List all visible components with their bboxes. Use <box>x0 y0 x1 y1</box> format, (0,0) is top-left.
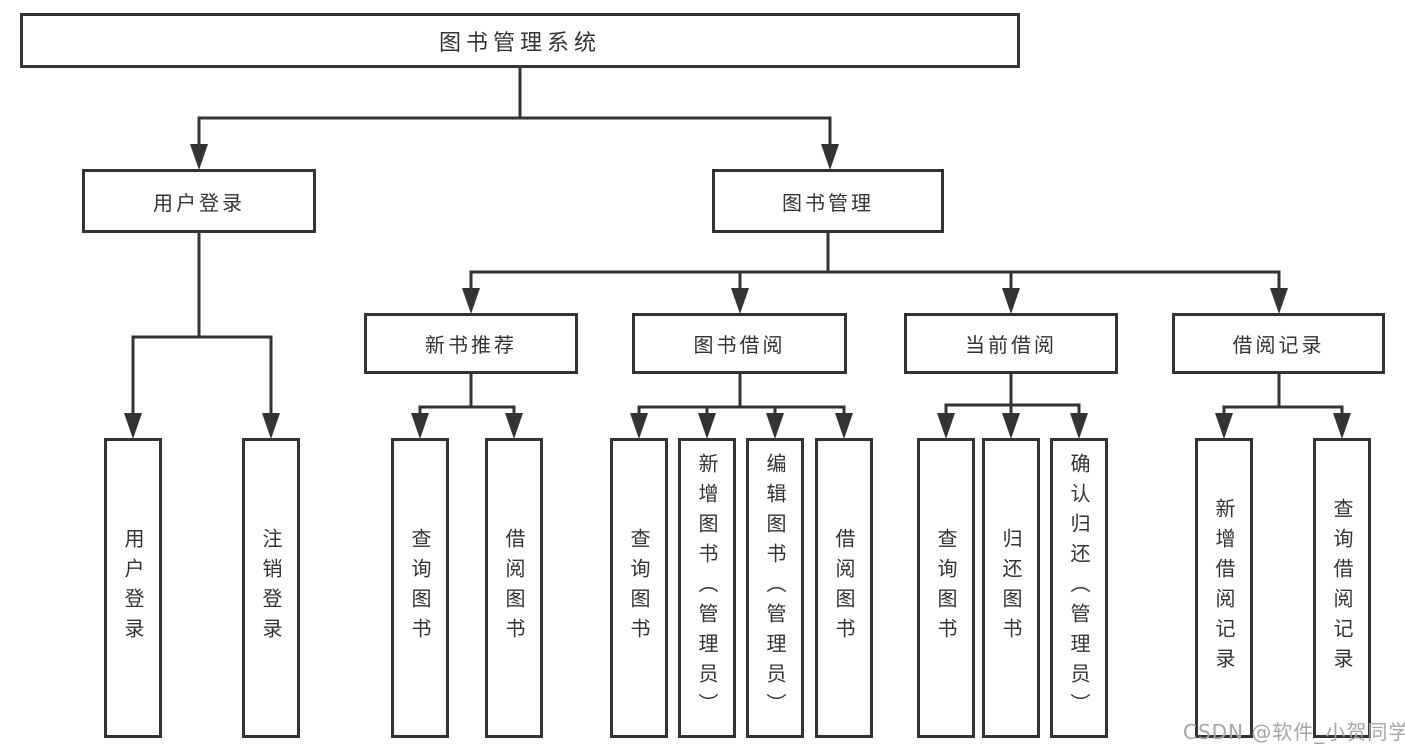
node-leaf-user-login: 用户登录 <box>104 438 162 738</box>
node-label: 新增借阅记录 <box>1212 498 1236 678</box>
node-leaf-cb-return-books: 归还图书 <box>982 438 1040 738</box>
node-borrow-records: 借阅记录 <box>1172 313 1385 374</box>
node-leaf-br-query-record: 查询借阅记录 <box>1313 438 1371 738</box>
node-book-borrow: 图书借阅 <box>632 313 847 374</box>
node-label: 借阅图书 <box>502 528 526 648</box>
node-label: 归还图书 <box>999 528 1023 648</box>
node-leaf-rec-borrow-books: 借阅图书 <box>485 438 543 738</box>
node-leaf-cb-confirm-return-admin: 确认归还（管理员） <box>1050 438 1108 738</box>
node-label: 查询图书 <box>408 528 432 648</box>
node-label: 查询图书 <box>934 528 958 648</box>
node-label: 确认归还（管理员） <box>1067 453 1091 723</box>
node-leaf-br-add-record: 新增借阅记录 <box>1195 438 1253 738</box>
node-root-system: 图书管理系统 <box>20 13 1020 68</box>
node-label: 用户登录 <box>121 528 145 648</box>
node-user-login: 用户登录 <box>82 169 316 233</box>
node-label: 注销登录 <box>259 528 283 648</box>
node-label: 新增图书（管理员） <box>695 453 719 723</box>
csdn-watermark: CSDN @软件_小贺同学 <box>1183 720 1405 744</box>
node-book-management: 图书管理 <box>712 169 944 233</box>
node-leaf-bb-add-books-admin: 新增图书（管理员） <box>678 438 736 738</box>
node-leaf-logout: 注销登录 <box>242 438 300 738</box>
node-label: 查询图书 <box>627 528 651 648</box>
node-leaf-bb-edit-books-admin: 编辑图书（管理员） <box>746 438 804 738</box>
node-label: 查询借阅记录 <box>1330 498 1354 678</box>
node-leaf-rec-query-books: 查询图书 <box>391 438 449 738</box>
node-label: 借阅图书 <box>832 528 856 648</box>
node-label: 编辑图书（管理员） <box>763 453 787 723</box>
node-leaf-bb-query-books: 查询图书 <box>610 438 668 738</box>
node-current-borrow: 当前借阅 <box>904 313 1118 374</box>
node-leaf-cb-query-books: 查询图书 <box>917 438 975 738</box>
node-new-book-recommend: 新书推荐 <box>364 313 578 374</box>
node-leaf-bb-borrow-books: 借阅图书 <box>815 438 873 738</box>
